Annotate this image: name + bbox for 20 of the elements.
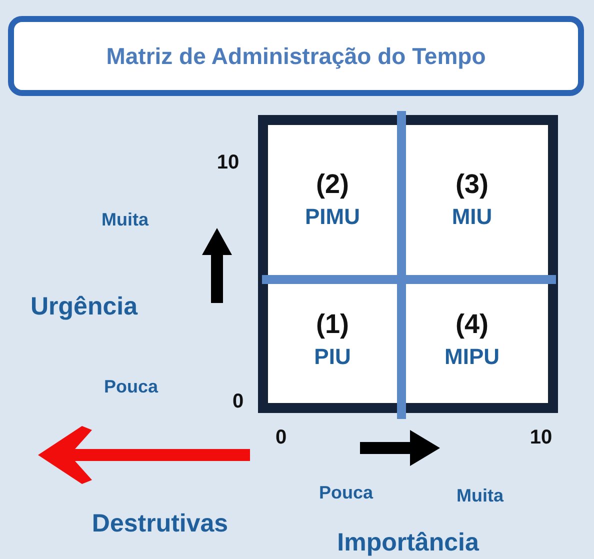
- axis-tick: 10: [216, 152, 240, 174]
- axis-level: Muita: [456, 486, 504, 506]
- quadrant-number: (1): [316, 308, 349, 340]
- quadrant-label: MIPU: [444, 344, 500, 370]
- title: Matriz de Administração do Tempo: [106, 42, 486, 70]
- quadrant-label: PIMU: [305, 204, 360, 230]
- axis-tick: 0: [232, 390, 244, 414]
- axis-tick: 10: [530, 426, 552, 450]
- quadrant-label: MIU: [452, 204, 492, 230]
- axis-level: Pouca: [318, 482, 374, 504]
- arrow-label: Destrutivas: [92, 510, 228, 538]
- axis-title: Importância: [337, 528, 479, 558]
- axis-level: Muita: [102, 210, 148, 230]
- quadrant-number: (3): [456, 169, 488, 200]
- axis-title: Urgência: [30, 292, 138, 322]
- axis-level: Pouca: [104, 376, 158, 398]
- quadrant-number: (2): [316, 169, 349, 200]
- quadrant-label: PIU: [314, 344, 351, 370]
- quadrant-number: (4): [456, 308, 488, 340]
- axis-tick: 0: [275, 426, 287, 450]
